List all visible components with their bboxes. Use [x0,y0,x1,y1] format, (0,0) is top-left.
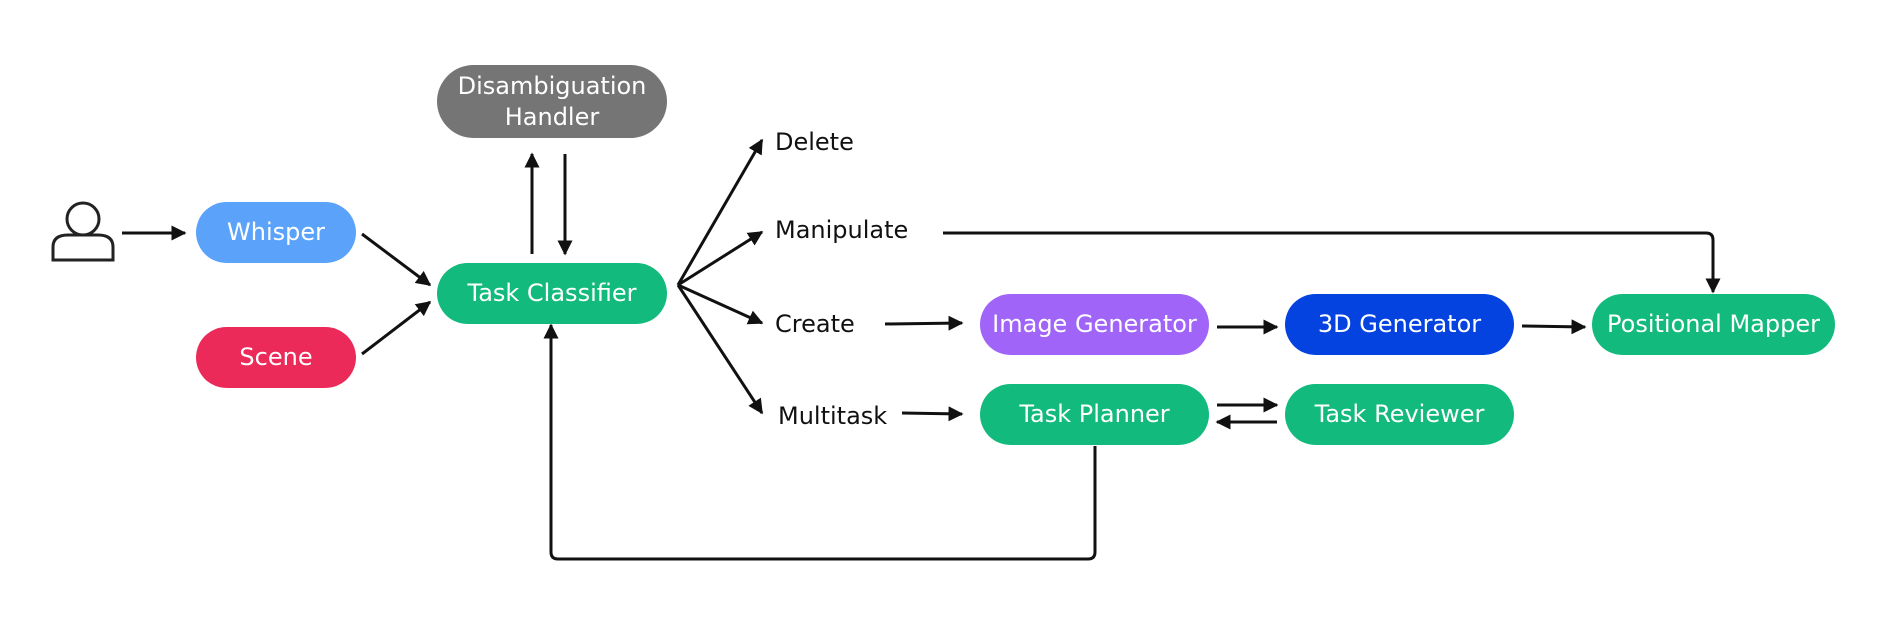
task-classifier-node: Task Classifier [437,263,667,324]
manipulate-label: Manipulate [775,216,909,244]
arrow-to-manipulate [677,230,764,287]
arrow-to-create [677,283,764,325]
task-reviewer-node: Task Reviewer [1285,384,1514,445]
3d-generator-node: 3D Generator [1285,294,1514,355]
arrow-3d-to-positional-mapper [1521,319,1587,335]
arrow-planner-loop-to-classifier [543,323,1097,561]
positional-mapper-node: Positional Mapper [1592,294,1835,355]
user-icon [51,201,115,262]
arrow-scene-to-classifier [361,300,432,356]
arrow-manipulate-to-positional-mapper [943,231,1721,294]
scene-node: Scene [196,327,356,388]
arrow-create-to-image-generator [884,315,964,331]
disambiguation-handler-node: Disambiguation Handler [437,65,667,138]
arrow-multitask-to-task-planner [901,406,964,422]
create-label: Create [775,310,855,338]
image-generator-node: Image Generator [980,294,1209,355]
whisper-node: Whisper [196,202,356,263]
arrow-to-delete [676,138,764,286]
task-planner-node: Task Planner [980,384,1209,445]
multitask-label: Multitask [778,402,888,430]
arrow-whisper-to-classifier [361,232,432,287]
delete-label: Delete [775,128,854,156]
arrow-to-multitask [676,284,764,415]
